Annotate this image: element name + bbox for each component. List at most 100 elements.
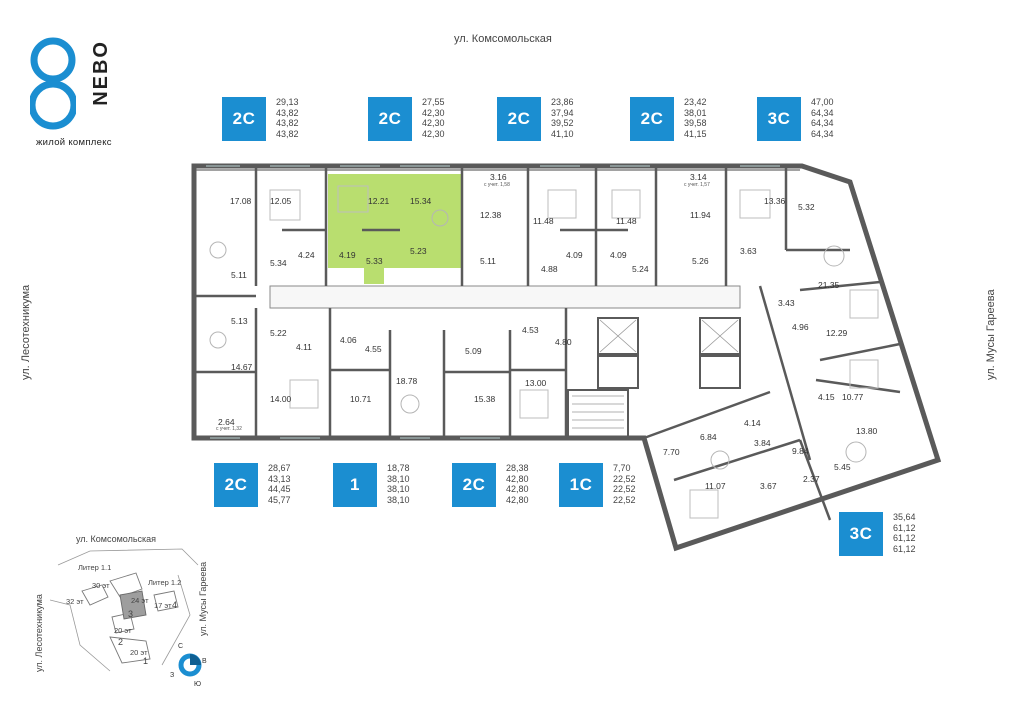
compass-east: В [202, 658, 207, 665]
room-area: 21.35 [818, 280, 840, 290]
mini-map-litera-2: Литер 1.2 [148, 578, 182, 587]
room-note: с учет. 1,58 [484, 182, 510, 188]
room-area: 4.09 [566, 250, 583, 260]
compass-west: З [170, 672, 175, 679]
mini-map-street-left: ул. Лесотехникума [34, 594, 44, 672]
room-area: 11.48 [533, 216, 554, 226]
room-area: 4.19 [339, 250, 356, 260]
compass-south: Ю [194, 681, 202, 688]
mini-map-floors: 32 эт [66, 597, 84, 606]
room-area: 4.15 [818, 392, 835, 402]
room-area: 4.14 [744, 418, 761, 428]
room-area: 5.13 [231, 316, 248, 326]
mini-map-section: 3 [128, 609, 134, 619]
room-area: 14.67 [231, 362, 253, 372]
room-area: 5.11 [480, 256, 496, 266]
room-area: 3.14 [690, 172, 707, 182]
mini-map-section: 4 [172, 600, 178, 610]
mini-map-street-top: ул. Комсомольская [76, 534, 157, 544]
room-area: 11.94 [690, 210, 711, 220]
room-area: 5.22 [270, 328, 287, 338]
compass-icon [178, 653, 202, 677]
room-area: 10.77 [842, 392, 864, 402]
room-area: 4.06 [340, 335, 357, 345]
compass-north: С [178, 643, 184, 650]
room-area: 12.29 [826, 328, 848, 338]
room-area: 12.21 [368, 196, 390, 206]
apartment-type: 3С [757, 97, 801, 141]
room-area: 4.88 [541, 264, 558, 274]
room-area: 4.96 [792, 322, 809, 332]
mini-map-floors: 24 эт [131, 596, 149, 605]
room-area: 7.70 [663, 447, 680, 457]
room-area: 5.26 [692, 256, 709, 266]
room-area: 5.23 [410, 246, 427, 256]
room-area: 3.43 [778, 298, 795, 308]
room-area: 4.55 [365, 344, 382, 354]
highlighted-apartment[interactable] [328, 174, 462, 268]
room-area: 17.08 [230, 196, 252, 206]
room-area: 2.64 [218, 417, 235, 427]
room-area: 2.37 [803, 474, 820, 484]
room-area: 15.34 [410, 196, 432, 206]
mini-map-section: 1 [143, 656, 149, 666]
room-area: 6.84 [700, 432, 717, 442]
mini-map-floors: 20 эт [130, 648, 148, 657]
room-area: 18.78 [396, 376, 418, 386]
apartment-type: 2С [368, 97, 412, 141]
mini-map-litera-1: Литер 1.1 [78, 563, 112, 572]
room-area: 13.80 [856, 426, 878, 436]
room-area: 5.34 [270, 258, 287, 268]
logo-subtitle: жилой комплекс [36, 137, 112, 148]
room-area: 3.84 [754, 438, 771, 448]
mini-map-site-plan [50, 548, 199, 672]
room-area: 11.07 [705, 481, 726, 491]
room-note: с учет. 1,32 [216, 426, 242, 432]
room-area: 14.00 [270, 394, 292, 404]
room-area: 4.53 [522, 325, 539, 335]
mini-map-floors: 30 эт [92, 581, 110, 590]
room-area: 15.38 [474, 394, 496, 404]
room-area: 4.80 [555, 337, 572, 347]
room-note: с учет. 1,57 [684, 182, 710, 188]
room-area: 5.24 [632, 264, 649, 274]
room-area: 3.16 [490, 172, 507, 182]
room-area: 9.84 [792, 446, 809, 456]
apartment-type: 2С [452, 463, 496, 507]
room-area: 3.63 [740, 246, 757, 256]
room-area: 3.67 [760, 481, 777, 491]
apartment-type: 1 [333, 463, 377, 507]
room-area: 4.24 [298, 250, 315, 260]
apartment-type: 2С [630, 97, 674, 141]
apartment-type: 2С [222, 97, 266, 141]
room-area: 5.09 [465, 346, 482, 356]
apartment-type: 2С [214, 463, 258, 507]
mini-map-floors: 20 эт [114, 626, 132, 635]
room-area: 5.45 [834, 462, 851, 472]
street-top: ул. Комсомольская [454, 33, 552, 45]
room-area: 5.33 [366, 256, 383, 266]
apartment-type: 2С [497, 97, 541, 141]
room-area: 13.36 [764, 196, 786, 206]
apartment-type: 3С [839, 512, 883, 556]
